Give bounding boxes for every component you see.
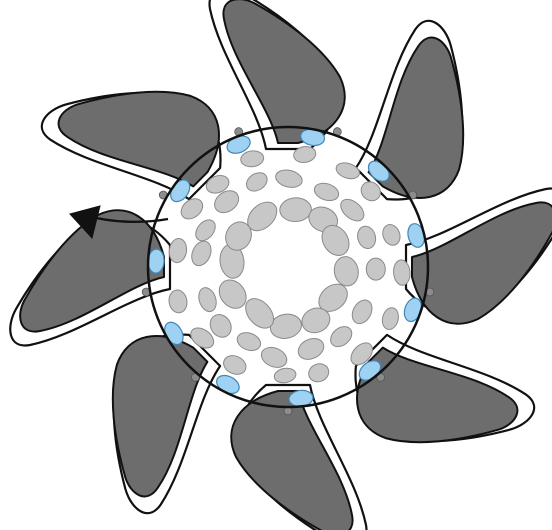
grain — [279, 197, 312, 222]
grain — [312, 180, 341, 203]
blue-marker — [148, 249, 165, 274]
grain — [196, 285, 219, 314]
grain — [295, 335, 327, 364]
grain — [334, 160, 361, 181]
petal-group — [10, 0, 552, 530]
grain — [274, 167, 304, 190]
grain — [167, 289, 189, 315]
grain — [306, 361, 331, 385]
grain — [188, 238, 215, 269]
grain — [192, 216, 219, 244]
grain — [240, 150, 265, 168]
grain — [380, 306, 400, 331]
grain — [355, 224, 378, 251]
grain — [366, 258, 386, 281]
grain — [327, 323, 356, 351]
grain — [221, 352, 249, 377]
grain — [273, 366, 297, 384]
grain — [380, 222, 403, 248]
grain — [243, 169, 271, 195]
grain — [332, 255, 361, 288]
grain — [337, 195, 368, 225]
grain — [235, 329, 264, 353]
grain — [348, 297, 376, 327]
grain — [258, 344, 290, 371]
